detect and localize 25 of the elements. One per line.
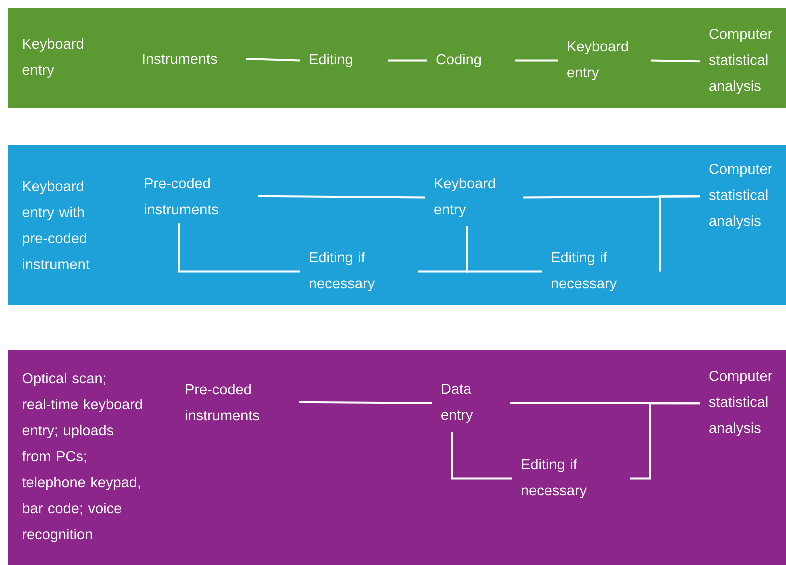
step-text: Coding [436, 54, 482, 68]
step-text: Instruments [143, 54, 218, 64]
connector-line [246, 58, 300, 62]
step-text: Computer statistical analysis [709, 371, 772, 436]
step-text: Keyboard entry [568, 41, 628, 81]
step-text: Editing [310, 54, 352, 68]
step-text: Pre-coded instruments [144, 178, 218, 215]
step-text: Pre-coded instruments [186, 384, 260, 421]
step-text: Computer statistical analysis [709, 164, 772, 230]
step-text: Editing if necessary [310, 252, 376, 292]
step-text: Computer statistical analysis [709, 29, 772, 94]
connector-line [515, 60, 558, 62]
connector-line [451, 432, 512, 480]
connector-line [258, 195, 426, 199]
connector-line [388, 60, 427, 62]
step-text: Editing if necessary [552, 252, 618, 292]
connector-line [299, 401, 432, 404]
step-text: Editing if necessary [522, 459, 588, 499]
step-text: Data entry [442, 384, 474, 423]
connector-line [630, 402, 700, 480]
connector-line [651, 60, 700, 63]
connector-line [659, 196, 700, 272]
connector-line [466, 226, 542, 273]
step-text: Keyboard entry [434, 178, 496, 218]
connector-line [178, 224, 300, 273]
